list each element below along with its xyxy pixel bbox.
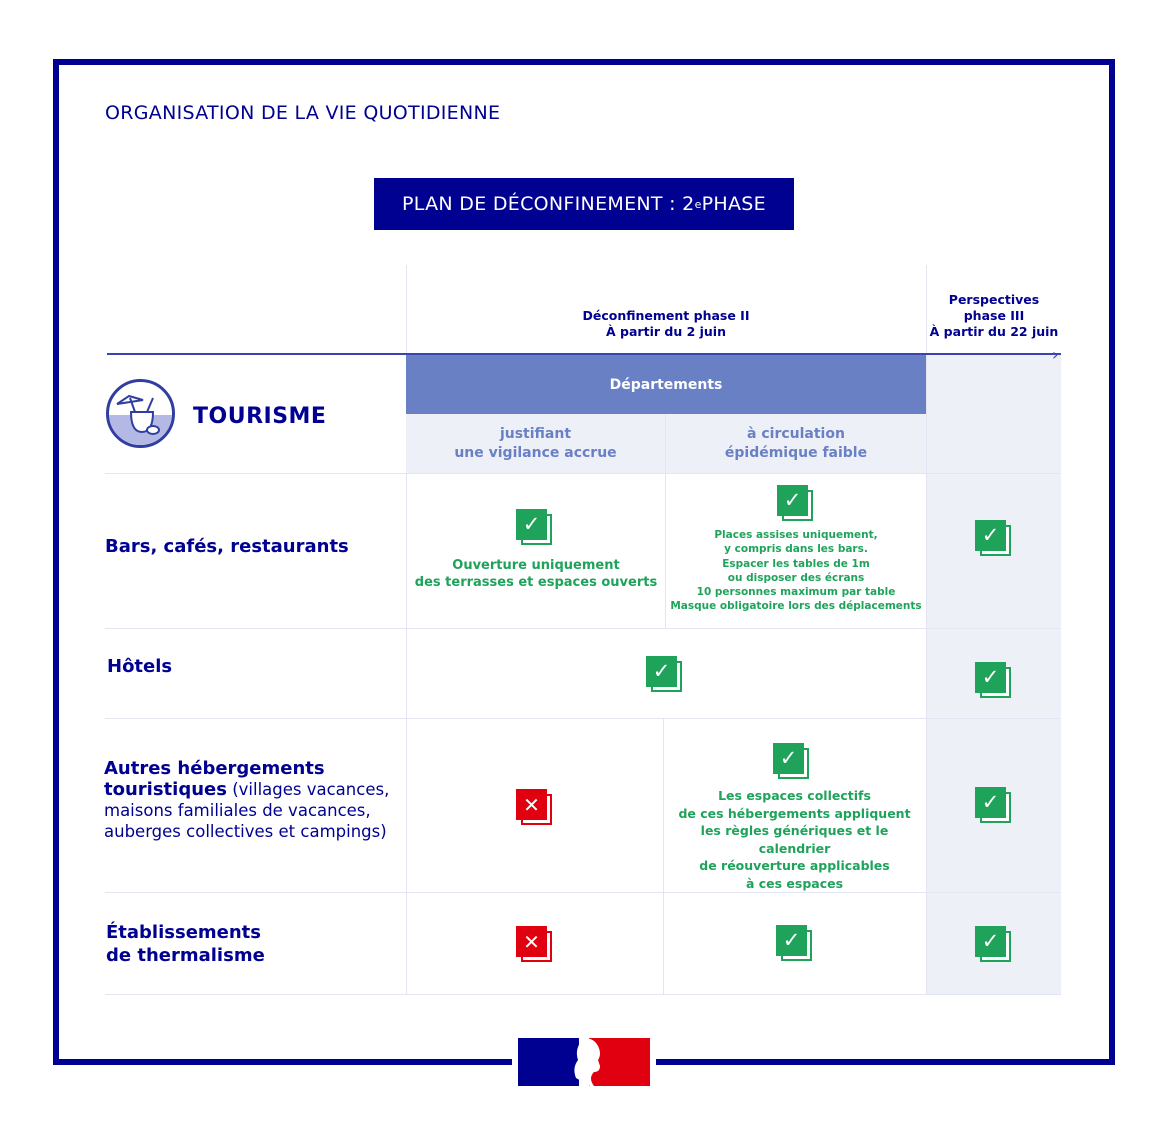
departements-header: Départements [406,355,926,414]
check-icon: ✓ [975,787,1011,823]
check-icon: ✓ [777,485,813,521]
coconut-drink-icon [106,379,175,448]
marianne-logo [518,1038,650,1086]
check-icon: ✓ [975,520,1011,556]
section-pretitle: ORGANISATION DE LA VIE QUOTIDIENNE [105,102,501,124]
section-title: TOURISME [193,404,327,429]
row-label-hotels: Hôtels [107,656,173,677]
arrow-right-icon: › [1052,345,1059,364]
cross-icon: ✕ [516,926,552,962]
divider [665,414,666,629]
row-divider [105,994,1061,995]
check-icon: ✓ [773,743,809,779]
row-divider [105,473,1061,474]
bars-circulation-note: Places assises uniquement,y compris dans… [670,529,922,613]
divider [926,265,927,995]
divider [406,265,407,995]
row-divider [105,628,1061,629]
cross-icon: ✕ [516,789,552,825]
check-icon: ✓ [516,509,552,545]
check-icon: ✓ [975,926,1011,962]
divider [663,718,664,995]
timeline-line [107,353,1061,355]
row-divider [105,892,1061,893]
check-icon: ✓ [646,656,682,692]
check-icon: ✓ [975,662,1011,698]
row-divider [105,718,1061,719]
check-icon: ✓ [776,925,812,961]
row-label-bars: Bars, cafés, restaurants [105,536,349,557]
